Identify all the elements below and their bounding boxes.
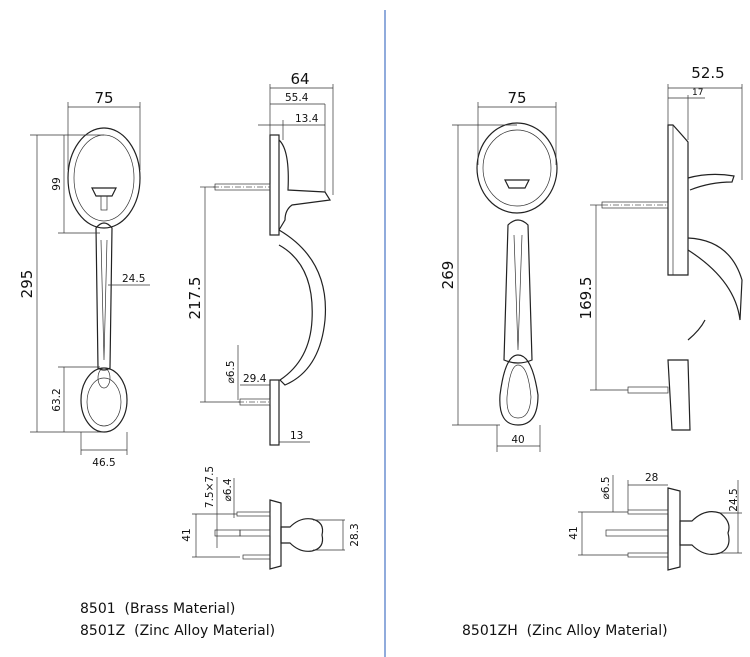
dim-right-width: 75 (507, 89, 526, 107)
right-front-view: 75 269 40 (439, 89, 558, 452)
dim-side-depth-inner: 55.4 (285, 92, 309, 104)
dim-right-spindle-spacing: 169.5 (577, 277, 595, 320)
dim-right-depth: 52.5 (691, 64, 724, 82)
left-front-view: 75 295 99 63.2 24.5 46.5 (18, 89, 150, 469)
right-interior-view: 41 ⌀6.5 28 24.5 (568, 472, 742, 571)
dim-pin-dia: ⌀6.5 (225, 360, 237, 383)
dim-side-plate: 13.4 (295, 113, 319, 125)
dim-side-depth: 64 (290, 70, 309, 88)
dim-interior-dia: ⌀6.4 (222, 478, 234, 501)
dim-handle-width: 24.5 (122, 273, 145, 285)
dim-right-interior-spacing: 41 (568, 526, 580, 539)
dim-plate-bottom: 13 (290, 430, 303, 442)
dim-right-overall-height: 269 (439, 261, 457, 290)
dim-interior-knob: 28.3 (349, 523, 361, 546)
dim-right-interior-dia: ⌀6.5 (600, 476, 612, 499)
dim-square: 7.5×7.5 (204, 466, 216, 508)
left-side-view: 64 55.4 13.4 217.5 ⌀6.5 29.4 13 (186, 70, 334, 446)
dim-right-pin-len: 28 (645, 472, 658, 484)
dim-pin-len: 29.4 (243, 373, 267, 385)
dim-interior-spacing: 41 (181, 528, 193, 541)
dim-right-interior-knob: 24.5 (728, 488, 740, 511)
right-side-view: 52.5 17 169.5 (577, 64, 743, 431)
dim-escutcheon-height: 99 (51, 177, 63, 190)
caption-left-line2: 8501Z (Zinc Alloy Material) (80, 623, 276, 639)
dim-knob-width: 46.5 (92, 457, 115, 469)
left-interior-view: 41 7.5×7.5 ⌀6.4 28.3 (181, 466, 361, 570)
dim-overall-height: 295 (18, 270, 36, 299)
caption-right: 8501ZH (Zinc Alloy Material) (462, 623, 668, 639)
dim-right-knob-width: 40 (511, 434, 524, 446)
caption-left-line1: 8501 (Brass Material) (80, 601, 236, 617)
dim-spindle-spacing: 217.5 (186, 277, 204, 320)
dim-width: 75 (94, 89, 113, 107)
dim-right-plate: 17 (692, 88, 703, 98)
dim-knob-height: 63.2 (51, 388, 63, 411)
